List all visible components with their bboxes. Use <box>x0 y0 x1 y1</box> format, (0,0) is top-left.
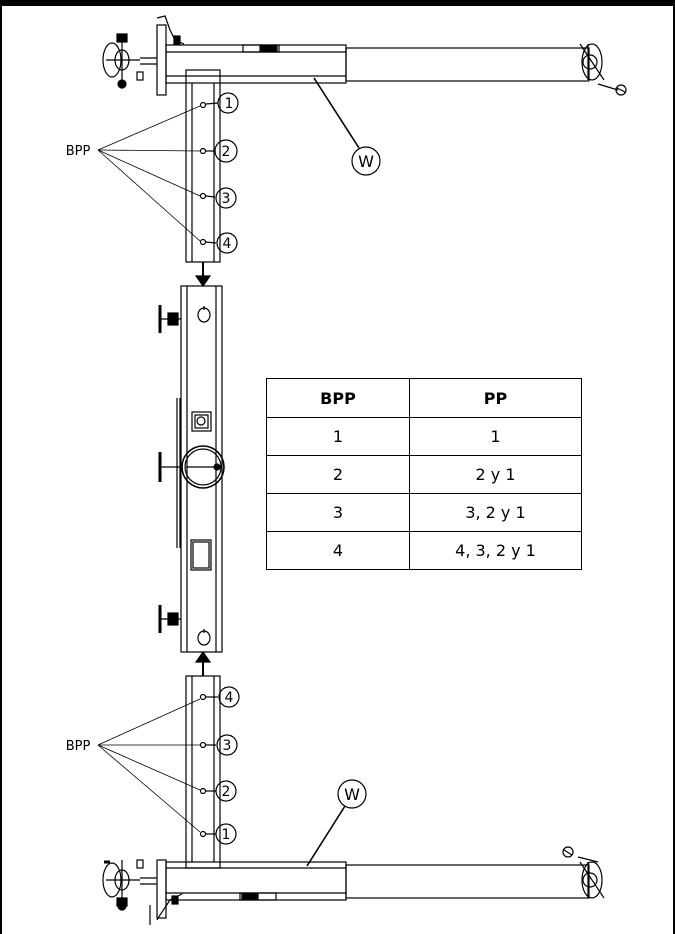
top-marker-3-label: 3 <box>222 191 231 207</box>
header-bpp: BPP <box>266 378 410 418</box>
cell-pp: 4, 3, 2 y 1 <box>409 531 582 570</box>
cell-bpp: 3 <box>266 493 410 532</box>
bottom-marker-1 <box>206 823 237 845</box>
top-marker-1-label: 1 <box>225 96 234 112</box>
top-bpp-label: BPP <box>66 144 91 159</box>
bottom-marker-3 <box>206 734 238 756</box>
top-w-callout <box>313 77 381 176</box>
top-marker-4-label: 4 <box>223 236 232 252</box>
bottom-marker-1-label: 1 <box>222 827 231 843</box>
table-row: 3 3, 2 y 1 <box>266 493 582 532</box>
right-border <box>673 6 675 934</box>
top-w-label: W <box>358 152 374 171</box>
bpp-pp-table: BPP PP 1 1 2 2 y 1 3 3, 2 y 1 4 4, 3, 2 … <box>266 378 582 570</box>
table-row: 2 2 y 1 <box>266 455 582 494</box>
bottom-marker-3-label: 3 <box>223 738 232 754</box>
cell-pp: 2 y 1 <box>409 455 582 494</box>
table-row: 4 4, 3, 2 y 1 <box>266 531 582 570</box>
top-marker-3 <box>205 187 237 209</box>
top-outrigger-beam <box>102 15 627 96</box>
bottom-marker-4 <box>206 686 240 708</box>
left-border <box>0 6 2 934</box>
table-row: 1 1 <box>266 417 582 456</box>
bottom-outrigger-beam <box>102 846 605 925</box>
top-marker-2-label: 2 <box>222 144 231 160</box>
bottom-marker-2-label: 2 <box>222 784 231 800</box>
top-marker-4 <box>205 232 238 254</box>
table-header-row: BPP PP <box>266 378 582 418</box>
bottom-vertical-column <box>185 675 221 869</box>
bottom-w-callout <box>306 779 367 867</box>
top-marker-1 <box>205 92 239 114</box>
top-marker-2 <box>206 139 238 163</box>
bottom-marker-4-label: 4 <box>225 690 234 706</box>
top-bpp-leaders <box>97 105 201 242</box>
arrow-up <box>194 650 212 676</box>
cell-bpp: 2 <box>266 455 410 494</box>
cell-pp: 1 <box>409 417 582 456</box>
bottom-w-label: W <box>344 785 360 804</box>
top-bar <box>0 0 675 6</box>
arrow-down <box>194 262 212 288</box>
middle-mast <box>158 285 225 653</box>
cell-bpp: 1 <box>266 417 410 456</box>
bottom-bpp-leaders <box>97 698 201 833</box>
header-pp: PP <box>409 378 582 418</box>
bottom-marker-2 <box>206 780 237 802</box>
cell-bpp: 4 <box>266 531 410 570</box>
cell-pp: 3, 2 y 1 <box>409 493 582 532</box>
bottom-bpp-label: BPP <box>66 739 91 754</box>
